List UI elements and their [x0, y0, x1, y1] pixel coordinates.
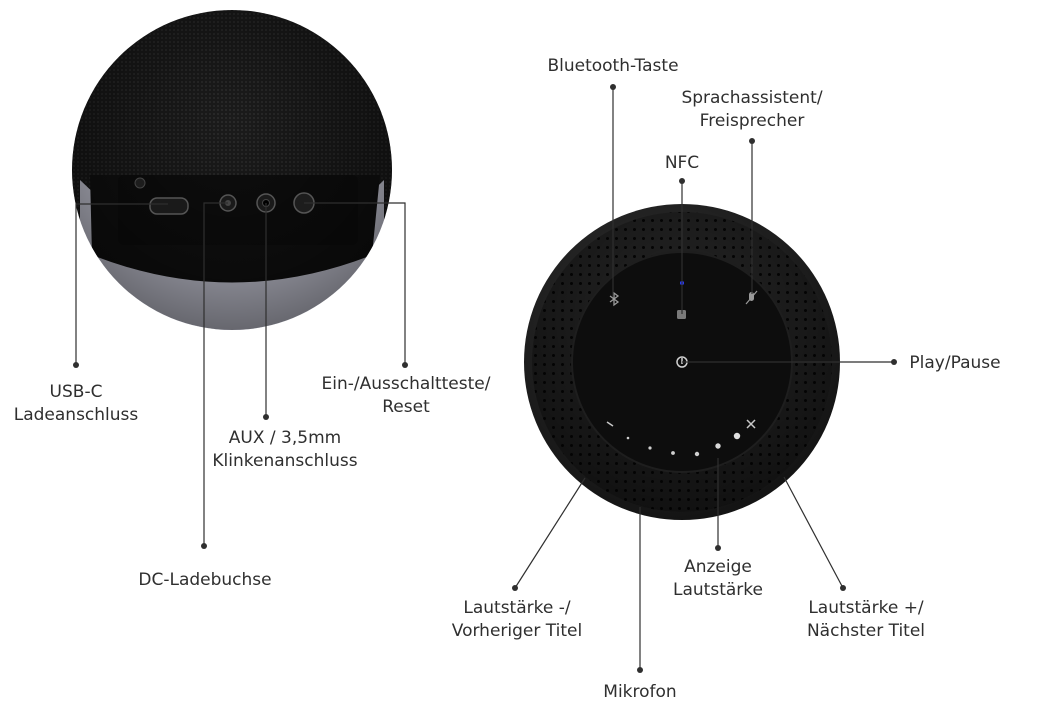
label-microphone: Mikrofon [603, 682, 677, 702]
label-voice-assistant: Sprachassistent/Freisprecher [681, 88, 823, 131]
volume-indicator-leds [626, 432, 741, 457]
plus-icon[interactable] [746, 419, 756, 429]
label-bluetooth: Bluetooth-Taste [547, 56, 679, 76]
label-volume-up-next: Lautstärke +/Nächster Titel [806, 598, 926, 641]
port-closeup [72, 10, 392, 330]
label-nfc: NFC [664, 153, 700, 173]
callout-usb-c [75, 203, 168, 365]
label-play-pause: Play/Pause [909, 353, 1001, 373]
usb-c-port [149, 197, 189, 215]
port-panel [134, 177, 315, 215]
bluetooth-icon[interactable] [609, 291, 620, 307]
label-dc-charge: DC-Ladebuchse [138, 570, 272, 590]
callout-vol-down [514, 477, 586, 589]
callout-dc [203, 202, 228, 546]
minus-icon[interactable] [606, 421, 614, 427]
label-volume-down-prev: Lautstärke -/Vorheriger Titel [451, 598, 583, 641]
label-power-reset: Ein-/Ausschaltteste/Reset [321, 374, 491, 417]
microphone-mute-icon[interactable] [745, 290, 758, 305]
callout-dots [73, 84, 897, 673]
callout-power [304, 202, 406, 365]
callout-vol-up [783, 476, 844, 589]
callout-lines [75, 87, 894, 670]
